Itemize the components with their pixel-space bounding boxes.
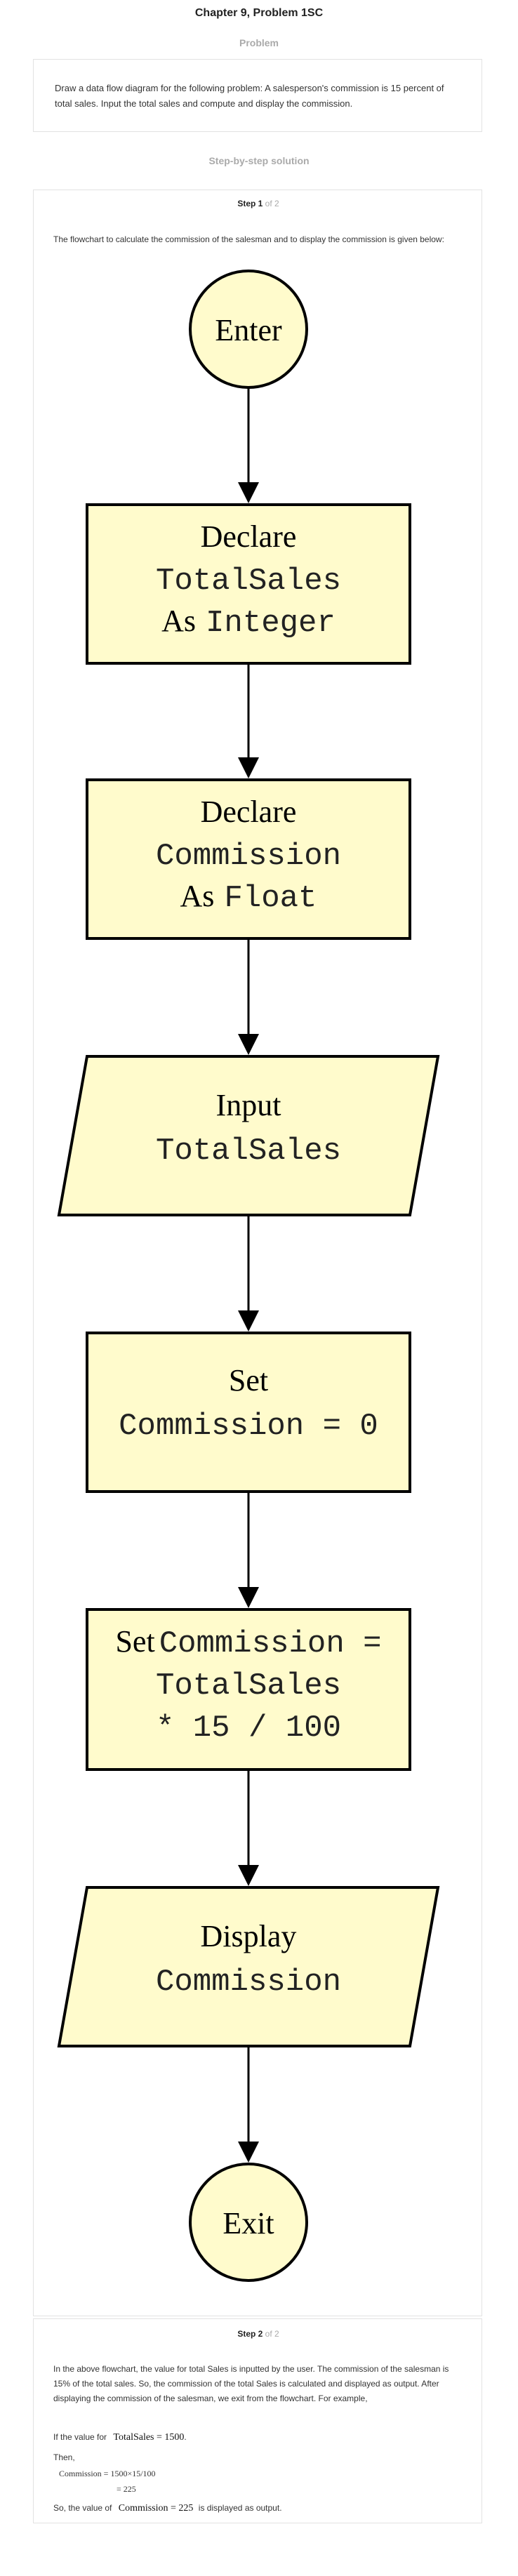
declare-totalsales-box [86, 503, 411, 665]
display-keyword: Display [201, 1919, 297, 1953]
start-label: Enter [215, 313, 282, 347]
display-parallelogram [57, 1886, 440, 2047]
set-expr: Commission = 0 [119, 1409, 378, 1444]
declare-keyword: Declare [201, 519, 297, 554]
example-final-suffix: is displayed as output. [198, 2503, 282, 2513]
example-calc-line1: Commission = 1500×15/100 [59, 2469, 156, 2478]
declare-name: TotalSales [156, 564, 341, 599]
end-terminal [189, 2163, 308, 2282]
step1-intro: The flowchart to calculate the commissio… [53, 234, 444, 244]
declare-as: As [161, 604, 196, 638]
example-if-prefix: If the value for [53, 2432, 107, 2442]
problem-card: Draw a data flow diagram for the followi… [33, 59, 482, 132]
input-keyword: Input [216, 1088, 281, 1122]
example-final-line: So, the value of Commission = 225 is dis… [53, 2503, 282, 2514]
example-final-prefix: So, the value of [53, 2503, 112, 2513]
declare-type-line-2: As Float [180, 879, 317, 916]
example-if-line: If the value for TotalSales = 1500. [53, 2432, 187, 2443]
example-if-math: TotalSales = 1500 [113, 2432, 185, 2443]
declare-as-2: As [180, 879, 215, 913]
declare-type-2: Float [224, 881, 317, 916]
set-keyword: Set [229, 1363, 268, 1397]
display-name: Commission [156, 1965, 341, 2000]
solution-section-label: Step-by-step solution [208, 155, 310, 166]
declare-type: Integer [206, 606, 336, 641]
set-calc-expr1: Commission = [159, 1626, 382, 1661]
problem-text: Draw a data flow diagram for the followi… [55, 83, 444, 109]
step2-header: Step 2 of 2 [34, 2329, 483, 2339]
declare-name-2: Commission [156, 839, 341, 874]
step2-card: Step 2 of 2 In the above flowchart, the … [33, 2318, 482, 2523]
end-label: Exit [223, 2206, 274, 2240]
step2-label: Step 2 [237, 2329, 263, 2339]
example-if-suffix: . [184, 2432, 187, 2442]
set-calc-line2: TotalSales [156, 1668, 341, 1704]
example-final-math: Commission = 225 [118, 2503, 194, 2514]
example-calc-line2: = 225 [117, 2484, 136, 2494]
step1-of: of 2 [265, 199, 279, 208]
step1-card: Step 1 of 2 The flowchart to calculate t… [33, 190, 482, 2316]
start-terminal [189, 270, 308, 389]
set-calc-line3: * 15 / 100 [156, 1711, 341, 1746]
set-keyword-2: Set [115, 1624, 154, 1659]
step2-of: of 2 [265, 2329, 279, 2339]
set-zero-box [86, 1332, 411, 1493]
step1-header: Step 1 of 2 [34, 199, 483, 208]
page-title: Chapter 9, Problem 1SC [194, 7, 324, 19]
flowchart: Enter Declare TotalSales As Integer Decla… [57, 270, 440, 2282]
input-parallelogram [57, 1055, 440, 1216]
declare-type-line: As Integer [161, 604, 336, 641]
step2-paragraph: In the above flowchart, the value for to… [53, 2364, 449, 2403]
example-then: Then, [53, 2452, 75, 2462]
step1-label: Step 1 [237, 199, 263, 208]
problem-section-label: Problem [239, 37, 279, 48]
declare-commission-box [86, 778, 411, 940]
input-name: TotalSales [156, 1134, 341, 1169]
set-calc-box [86, 1608, 411, 1771]
declare-keyword-2: Declare [201, 795, 297, 829]
